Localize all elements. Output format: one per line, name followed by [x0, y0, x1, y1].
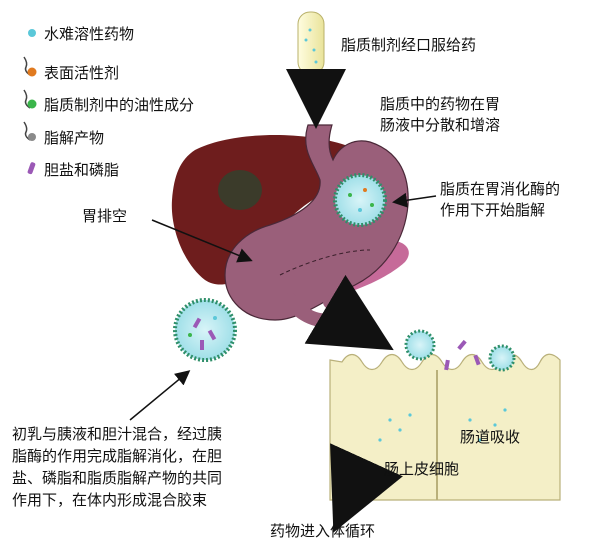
gallbladder: [218, 170, 262, 210]
label-gastric-emptying: 胃排空: [82, 207, 127, 226]
legend-label: 表面活性剂: [44, 62, 119, 83]
legend-label: 脂质制剂中的油性成分: [44, 94, 194, 115]
legend-item-drug: 水难溶性药物: [20, 22, 134, 44]
label-lipolysis-start-2: 作用下开始脂解: [440, 201, 545, 220]
micelle-stomach: [335, 175, 385, 225]
legend-item-oil: 脂质制剂中的油性成分: [20, 93, 194, 115]
capsule: [298, 12, 324, 74]
label-micelle-line3: 盐、磷脂和脂质脂解产物的共同: [12, 469, 222, 488]
label-stomach-disperse-1: 脂质中的药物在胃: [380, 95, 500, 114]
label-intestinal-absorption: 肠道吸收: [460, 428, 520, 447]
label-micelle-line4: 作用下，在体内形成混合胶束: [12, 491, 207, 510]
label-micelle-line1: 初乳与胰液和胆汁混合，经过胰: [12, 425, 222, 444]
arrow-micelle-caption: [130, 372, 188, 420]
label-epithelial-cells: 肠上皮细胞: [384, 460, 459, 479]
label-micelle-line2: 脂酶的作用完成脂解消化，在胆: [12, 447, 222, 466]
label-stomach-disperse-2: 肠液中分散和增溶: [380, 116, 500, 135]
label-systemic-circulation: 药物进入体循环: [270, 522, 375, 541]
legend-label: 水难溶性药物: [44, 23, 134, 44]
legend-item-bile-salt: 胆盐和磷脂: [20, 158, 119, 180]
legend-item-lipolysis-product: 脂解产物: [20, 126, 104, 148]
legend-item-surfactant: 表面活性剂: [20, 61, 119, 83]
arrow-to-intestine: [343, 320, 380, 342]
label-oral-admin: 脂质制剂经口服给药: [341, 36, 476, 55]
mixed-micelle: [175, 300, 235, 360]
legend-label: 胆盐和磷脂: [44, 159, 119, 180]
legend-label: 脂解产物: [44, 127, 104, 148]
label-lipolysis-start-1: 脂质在胃消化酶的: [440, 180, 560, 199]
